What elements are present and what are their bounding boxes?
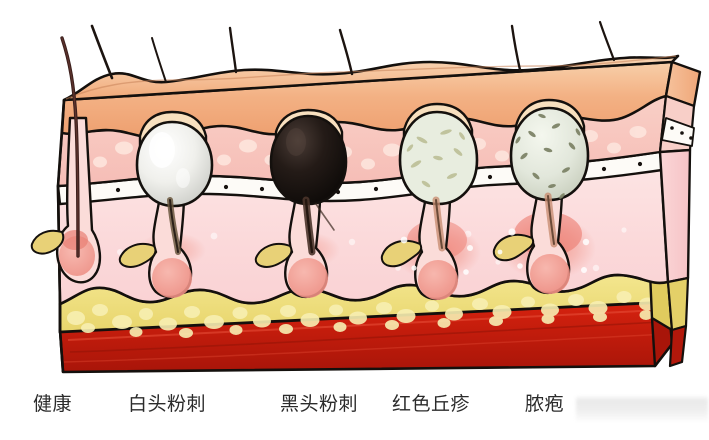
label-healthy: 健康 — [33, 393, 73, 415]
blurred-watermark-block — [576, 396, 708, 422]
lesion-blackhead — [254, 108, 348, 299]
pus-flecks — [515, 113, 581, 199]
label-pustule: 脓疱 — [525, 393, 565, 415]
sebum-flecks — [406, 129, 465, 188]
subcutaneous-fat-layer — [58, 270, 674, 338]
label-blackhead: 黑头粉刺 — [280, 393, 359, 415]
fat-globules — [67, 291, 657, 338]
lesion-label-row: 健康 白头粉刺 黑头粉刺 红色丘疹 脓疱 — [0, 392, 709, 426]
lesion-whitehead — [118, 110, 214, 299]
label-red-papule: 红色丘疹 — [392, 393, 471, 415]
skin-block — [30, 20, 702, 374]
lesion-pustule — [492, 98, 596, 295]
right-side-panel — [658, 60, 702, 368]
lesion-red-papule — [380, 102, 481, 301]
lesion-healthy-follicle — [30, 36, 102, 284]
skin-top-surface — [62, 54, 680, 102]
label-whitehead: 白头粉刺 — [128, 393, 207, 415]
hair-shafts — [90, 20, 616, 83]
